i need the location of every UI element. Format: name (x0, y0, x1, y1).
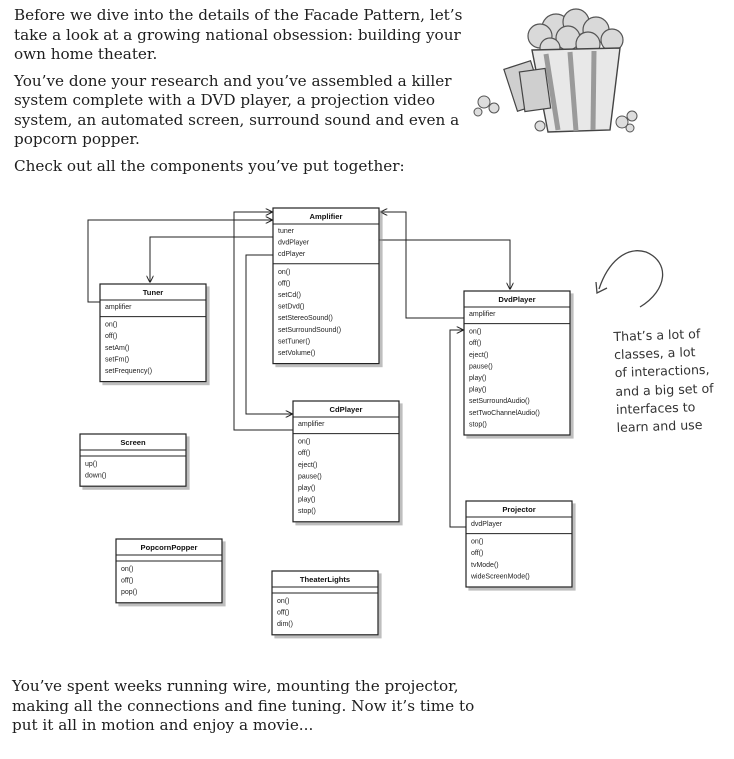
class-title: PopcornPopper (141, 543, 198, 552)
wire-projector-to-dvdplayer (449, 330, 466, 528)
class-method: tvMode() (471, 562, 499, 569)
wire-tuner-to-amplifier (87, 220, 272, 303)
class-attribute: dvdPlayer (278, 240, 310, 247)
class-method: off() (298, 450, 310, 457)
class-method: on() (121, 566, 133, 573)
handwritten-note: That’s a lot of classes, a lot of intera… (613, 324, 734, 437)
class-method: dim() (277, 621, 293, 628)
intro-text: Before we dive into the details of the F… (14, 6, 484, 183)
class-boxes: Amplifier tuner dvdPlayer cdPlayer on() off()… (79, 207, 573, 636)
association-lines (87, 212, 510, 528)
class-method: pause() (469, 363, 493, 370)
popcorn-illustration (473, 8, 638, 133)
class-method: pause() (298, 473, 322, 480)
class-box (79, 433, 187, 487)
class-method: off() (105, 333, 117, 340)
class-method: off() (471, 550, 483, 557)
note-arrow (598, 250, 664, 308)
class-cdplayer: CdPlayer amplifier on() off() eject() pause()… (292, 400, 400, 523)
class-method: on() (277, 598, 289, 605)
wire-amplifier-to-dvdplayer (379, 239, 510, 289)
class-title: Projector (502, 505, 535, 514)
class-title: CdPlayer (330, 405, 363, 414)
class-method: off() (278, 280, 290, 287)
class-attribute: amplifier (298, 421, 325, 428)
outro-paragraph: You’ve spent weeks running wire, mountin… (12, 677, 475, 734)
class-box (271, 570, 379, 636)
class-theaterlights: TheaterLights on() off() dim() (271, 570, 379, 636)
wire-dvdplayer-to-amplifier (381, 212, 464, 319)
wire-amplifier-to-tuner (150, 236, 274, 282)
intro-paragraph-1: Before we dive into the details of the F… (14, 6, 463, 63)
class-method: play() (298, 485, 316, 492)
class-method: setAm() (105, 345, 130, 352)
class-method: setSurroundAudio() (469, 398, 530, 405)
class-title: DvdPlayer (498, 295, 535, 304)
class-box (292, 400, 400, 523)
class-attribute: dvdPlayer (471, 521, 503, 528)
class-title: Screen (120, 438, 146, 447)
class-method: on() (471, 539, 483, 546)
class-method: off() (121, 578, 133, 585)
wire-cdplayer-to-amplifier (233, 212, 293, 431)
class-method: setSurroundSound() (278, 327, 341, 334)
wire-amplifier-to-cdplayer (245, 254, 292, 414)
note-arrowhead (595, 281, 608, 295)
class-title: Tuner (143, 288, 164, 297)
class-method: play() (469, 375, 487, 382)
class-method: off() (469, 340, 481, 347)
intro-paragraph-3: Check out all the components you’ve put … (14, 156, 405, 175)
outro-text: You’ve spent weeks running wire, mountin… (12, 677, 482, 736)
class-box (463, 290, 571, 436)
class-method: setTuner() (278, 338, 310, 345)
class-title: TheaterLights (300, 575, 350, 584)
class-method: on() (469, 329, 481, 336)
class-method: stop() (469, 421, 487, 428)
class-attribute: cdPlayer (278, 251, 306, 258)
class-method: setCd() (278, 292, 301, 299)
class-box (465, 500, 573, 588)
class-method: setFm() (105, 356, 129, 363)
class-method: play() (469, 387, 487, 394)
class-method: off() (277, 610, 289, 617)
class-method: setStereoSound() (278, 315, 333, 322)
class-method: on() (278, 269, 290, 276)
class-method: up() (85, 461, 97, 468)
class-method: setFrequency() (105, 368, 152, 375)
class-method: setVolume() (278, 350, 315, 357)
class-box (115, 538, 223, 604)
class-method: setDvd() (278, 304, 304, 311)
class-method: eject() (298, 462, 317, 469)
class-method: on() (298, 439, 310, 446)
class-projector: Projector dvdPlayer on() off() tvMode() wideS… (465, 500, 573, 588)
class-method: on() (105, 322, 117, 329)
class-screen: Screen up() down() (79, 433, 187, 487)
class-title: Amplifier (310, 212, 343, 221)
class-method: wideScreenMode() (470, 573, 530, 580)
class-method: setTwoChannelAudio() (469, 410, 540, 417)
class-method: pop() (121, 589, 137, 596)
class-box (272, 207, 380, 365)
intro-paragraph-2: You’ve done your research and you’ve ass… (14, 71, 460, 149)
class-method: stop() (298, 508, 316, 515)
class-popcornpopper: PopcornPopper on() off() pop() (115, 538, 223, 604)
class-method: eject() (469, 352, 488, 359)
class-method: down() (85, 473, 106, 480)
class-amplifier: Amplifier tuner dvdPlayer cdPlayer on() off()… (272, 207, 380, 365)
class-tuner: Tuner amplifier on() off() setAm() setFm() set… (99, 283, 207, 383)
class-attribute: tuner (278, 228, 295, 235)
class-attribute: amplifier (105, 304, 132, 311)
class-attribute: amplifier (469, 311, 496, 318)
class-method: play() (298, 497, 316, 504)
